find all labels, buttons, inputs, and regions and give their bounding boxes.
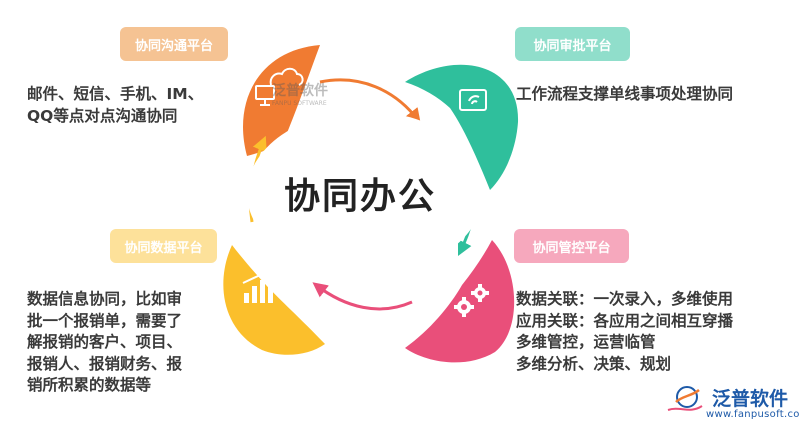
brand-logo-icon [667, 386, 703, 411]
desc-line: 工作流程支撑单线事项处理协同 [516, 85, 734, 103]
brand-name: 泛普软件 [712, 388, 789, 410]
desc-line: 销所积累的数据等 [27, 376, 152, 394]
petal-top-left [243, 45, 320, 156]
badge-control-platform: 协同管控平台 [514, 229, 629, 263]
screen-signal-icon [459, 89, 487, 111]
desc-line: QQ等点对点沟通协同 [27, 106, 178, 125]
cloud-computer-icon [255, 67, 304, 106]
desc-line: 应用关联：各应用之间相互穿播 [516, 311, 734, 330]
desc-line: 解报销的客户、项目、 [27, 333, 183, 351]
petal-bottom-left [223, 245, 325, 355]
watermark: 泛普软件 FANPU SOFTWARE [272, 80, 328, 107]
desc-line: 邮件、短信、手机、IM、 [27, 85, 204, 103]
petal-top-right [405, 64, 519, 190]
arrow-pink [312, 282, 413, 311]
badge-data-platform: 协同数据平台 [110, 229, 217, 263]
desc-line: 批一个报销单，需要了 [27, 311, 183, 330]
gears-icon [454, 284, 489, 317]
badge-approval-platform: 协同审批平台 [515, 27, 630, 61]
brand-logo: 泛普软件 www.fanpusoft.com [672, 384, 800, 426]
desc-line: 数据关联：一次录入，多维使用 [516, 290, 734, 308]
brand-url: www.fanpusoft.com [706, 409, 800, 420]
bar-chart-icon [242, 267, 273, 303]
watermark-name: 泛普软件 [272, 83, 328, 99]
badge-communication-platform: 协同沟通平台 [120, 27, 228, 61]
desc-data: 数据信息协同，比如审 批一个报销单，需要了 解报销的客户、项目、 报销人、报销财… [27, 289, 182, 397]
watermark-sub: FANPU SOFTWARE [272, 100, 327, 107]
desc-control: 数据关联：一次录入，多维使用 应用关联：各应用之间相互穿播 多维管控，运营临管 … [516, 289, 733, 375]
desc-approval: 工作流程支撑单线事项处理协同 [516, 84, 733, 106]
desc-line: 多维管控，运营临管 [516, 333, 656, 351]
desc-communication: 邮件、短信、手机、IM、 QQ等点对点沟通协同 [27, 84, 203, 127]
desc-line: 数据信息协同，比如审 [27, 290, 183, 308]
desc-line: 报销人、报销财务、报 [27, 354, 183, 373]
desc-line: 多维分析、决策、规划 [516, 354, 672, 373]
center-ellipse [247, 111, 483, 275]
arrow-orange [319, 78, 421, 124]
petal-bottom-right [405, 240, 515, 363]
center-title: 协同办公 [283, 176, 436, 217]
